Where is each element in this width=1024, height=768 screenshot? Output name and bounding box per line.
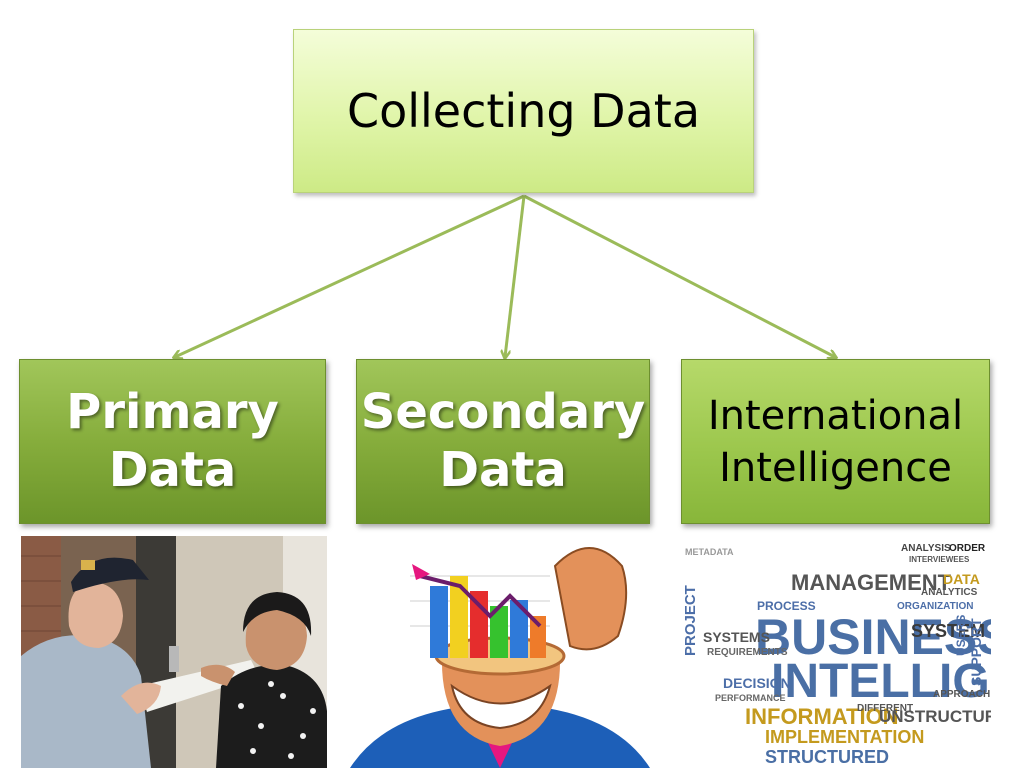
cloud-word: USERS (954, 614, 968, 656)
cloud-word: ANALYTICS (921, 587, 978, 598)
cloud-word: DECISION (723, 675, 791, 691)
cloud-word: PROCESS (757, 599, 816, 613)
cloud-word: INTERVIEWEES (909, 555, 970, 564)
root-node-collecting-data: Collecting Data (293, 29, 754, 193)
node-intl-label: International Intelligence (708, 390, 963, 494)
cloud-word: REQUIREMENTS (707, 647, 788, 658)
cloud-word: INTELLIGENCE (771, 655, 991, 708)
connector-root-to-intl (523, 194, 835, 357)
survey-interview-photo (21, 536, 327, 768)
cloud-word: PROJECT (682, 585, 699, 656)
cloud-word: UNSTRUCTURED (879, 707, 991, 726)
cloud-word: ORGANIZATION (897, 601, 974, 612)
cloud-word: SYSTEM (911, 621, 986, 641)
node-intl-line2: Intelligence (719, 444, 952, 491)
node-primary-line1: Primary (66, 383, 279, 440)
cloud-word: METADATA (685, 547, 734, 557)
node-secondary-line1: Secondary (360, 383, 646, 440)
node-secondary-data: Secondary Data (356, 359, 650, 524)
root-node-label: Collecting Data (346, 84, 701, 138)
cloud-word: INFORMATION (745, 704, 899, 729)
cloud-word: ORDER (949, 543, 986, 554)
cloud-word: DATA (943, 571, 980, 587)
node-primary-data-label: Primary Data (66, 384, 279, 499)
node-international-intelligence: International Intelligence (681, 359, 990, 524)
node-primary-data: Primary Data (19, 359, 326, 524)
cloud-word: ANALYSIS (901, 543, 951, 554)
connector-root-to-primary (175, 194, 525, 357)
node-primary-line2: Data (108, 441, 237, 498)
cloud-word: APPROACH (933, 689, 991, 700)
cloud-word: BUSINESS (755, 609, 991, 665)
connector-root-to-secondary (505, 195, 526, 357)
cloud-word: IMPLEMENTATION (765, 727, 925, 747)
node-secondary-line2: Data (439, 441, 567, 498)
business-intelligence-word-cloud: METADATA ANALYSIS ORDER INTERVIEWEES MAN… (681, 536, 991, 768)
cloud-word: MANAGEMENT (791, 570, 952, 595)
cloud-word: SYSTEMS (703, 629, 770, 645)
head-chart-illustration (350, 536, 650, 768)
node-intl-line1: International (707, 392, 964, 439)
cloud-word: STRUCTURED (765, 747, 889, 767)
cloud-word: PERFORMANCE (715, 693, 786, 703)
cloud-word: DIFFERENT (857, 703, 914, 714)
node-secondary-data-label: Secondary Data (361, 384, 645, 499)
